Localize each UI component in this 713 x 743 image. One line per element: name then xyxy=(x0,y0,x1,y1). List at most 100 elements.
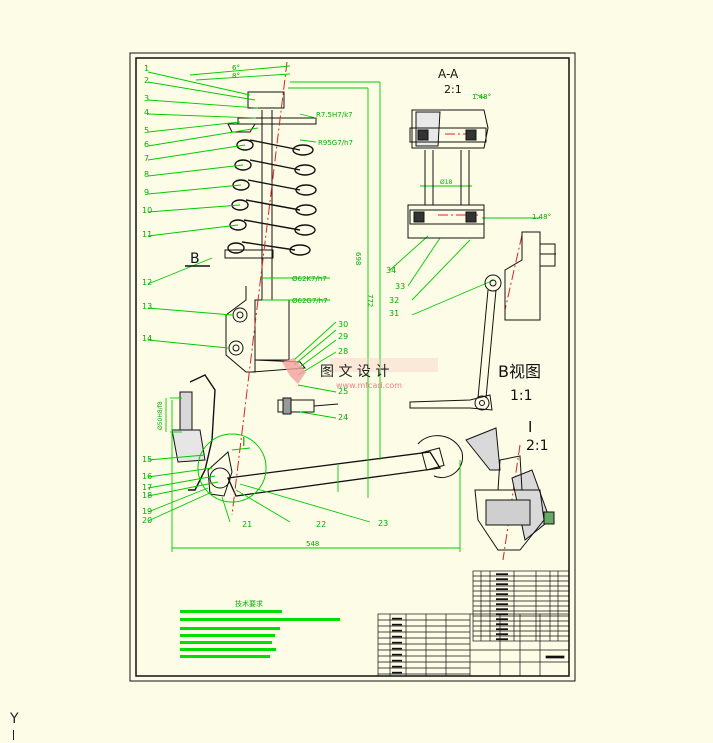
top-mount xyxy=(247,91,285,109)
view-b-scale: 1:1 xyxy=(510,388,533,404)
balloon-5: 5 xyxy=(144,126,149,135)
ucs-axis-label: Y xyxy=(10,711,19,727)
fit-d62g: Ø62G7/h7 xyxy=(292,297,328,305)
title-table-cell-mark xyxy=(392,623,402,626)
parts-list-cell-mark xyxy=(496,593,508,596)
ucs-axis-icon xyxy=(13,730,14,740)
dim-angle-6: 6° xyxy=(232,64,240,72)
balloon-18: 18 xyxy=(142,491,152,500)
parts-list-cell-mark xyxy=(496,628,508,631)
balloon-7: 7 xyxy=(144,154,149,163)
damper-body xyxy=(254,299,290,361)
detail-view-i xyxy=(197,427,555,551)
title-table-cell-mark xyxy=(392,635,402,638)
balloon-15: 15 xyxy=(142,455,152,464)
title-table-cell-mark xyxy=(392,671,402,674)
balloon-11: 11 xyxy=(142,230,152,239)
balloon-6: 6 xyxy=(144,140,149,149)
watermark-domain: www.mfcad.com xyxy=(336,381,402,390)
dim-548: 548 xyxy=(306,540,319,548)
balloon-14: 14 xyxy=(142,334,152,343)
balloon-1: 1 xyxy=(144,64,149,73)
technical-notes: 技术要求 xyxy=(180,599,340,658)
leader-lines xyxy=(147,65,540,552)
notes-line-1 xyxy=(180,610,282,613)
view-b xyxy=(409,231,556,411)
parts-list-cell-mark xyxy=(496,583,508,586)
balloon-22: 22 xyxy=(316,520,326,529)
detail-i-circle xyxy=(197,433,267,503)
notes-line-6 xyxy=(180,648,276,651)
arm-bushing xyxy=(417,435,464,478)
lower-spring-seat xyxy=(224,249,274,259)
main-assembly-view xyxy=(171,91,464,497)
dim-772: 772 xyxy=(366,294,374,307)
balloon-21: 21 xyxy=(242,520,252,529)
watermark: 图 文 设 计 www.mfcad.com xyxy=(282,358,438,390)
title-table xyxy=(377,613,570,677)
title-block xyxy=(377,570,570,677)
balloon-17: 17 xyxy=(142,483,152,492)
balloon-30: 30 xyxy=(338,320,348,329)
view-i-scale: 2:1 xyxy=(526,438,549,454)
balloon-12: 12 xyxy=(142,278,152,287)
view-b-title: B视图 xyxy=(498,362,541,381)
parts-list-cell-mark xyxy=(496,603,508,606)
watermark-logo-icon xyxy=(282,358,306,384)
notes-line-3 xyxy=(180,627,280,630)
balloon-25: 25 xyxy=(338,387,348,396)
balloon-29: 29 xyxy=(338,332,348,341)
notes-line-7 xyxy=(180,655,270,658)
balloon-3: 3 xyxy=(144,94,149,103)
balloon-32: 32 xyxy=(389,296,399,305)
upper-bolt xyxy=(232,307,248,323)
title-table-cell-mark xyxy=(392,617,402,620)
parts-list-cell-mark xyxy=(496,633,508,636)
parts-list-cell-mark xyxy=(496,618,508,621)
balloon-2: 2 xyxy=(144,76,149,85)
coil-spring xyxy=(227,139,317,256)
balloon-10: 10 xyxy=(142,206,152,215)
lower-control-arm xyxy=(227,451,442,497)
parts-list-cell-mark xyxy=(496,638,508,641)
watermark-text: 图 文 设 计 xyxy=(320,364,389,380)
view-i-marker: I xyxy=(242,435,246,449)
balloon-33: 33 xyxy=(395,282,405,291)
title-table-cell-mark xyxy=(392,641,402,644)
view-b-marker: B xyxy=(190,251,200,267)
balloon-13: 13 xyxy=(142,302,152,311)
balloon-9: 9 xyxy=(144,188,149,197)
balloon-4: 4 xyxy=(144,108,149,117)
notes-title: 技术要求 xyxy=(235,599,263,608)
title-table-cell-mark xyxy=(392,665,402,668)
balloon-16: 16 xyxy=(142,472,152,481)
balloon-8: 8 xyxy=(144,170,149,179)
parts-list-cell-mark xyxy=(496,588,508,591)
title-table-cell-mark xyxy=(392,629,402,632)
body-bracket xyxy=(227,123,256,133)
notes-line-2 xyxy=(180,618,340,621)
part-balloons: 1 2 3 4 5 6 7 8 9 10 11 12 13 14 15 16 1… xyxy=(142,64,405,529)
parts-list-cell-mark xyxy=(496,573,508,576)
dim-left: Ø50H8/f8 xyxy=(157,401,164,430)
balloon-23: 23 xyxy=(378,519,388,528)
parts-list-cell-mark xyxy=(496,578,508,581)
upper-spring-seat xyxy=(237,117,317,125)
dim-aa: Ø18 xyxy=(440,179,453,186)
balloon-24: 24 xyxy=(338,413,348,422)
section-view-aa xyxy=(407,109,489,239)
title-table-cell-mark xyxy=(392,653,402,656)
angle-48a: 1.48° xyxy=(472,93,491,101)
parts-list-cell-mark xyxy=(496,623,508,626)
parts-list-cell-mark xyxy=(496,598,508,601)
parts-list-cell-mark xyxy=(496,608,508,611)
title-table-cell-mark xyxy=(392,647,402,650)
aa-labels: A-A 2:1 xyxy=(438,67,462,96)
fit-r75: R7.5H7/k7 xyxy=(316,111,353,119)
center-lines xyxy=(231,61,523,561)
inner-border xyxy=(135,57,570,677)
notes-line-5 xyxy=(180,641,272,644)
lower-bolt xyxy=(228,340,244,356)
title-table-cell-mark xyxy=(392,659,402,662)
fit-d62k: Ø62K7/h7 xyxy=(292,275,327,283)
